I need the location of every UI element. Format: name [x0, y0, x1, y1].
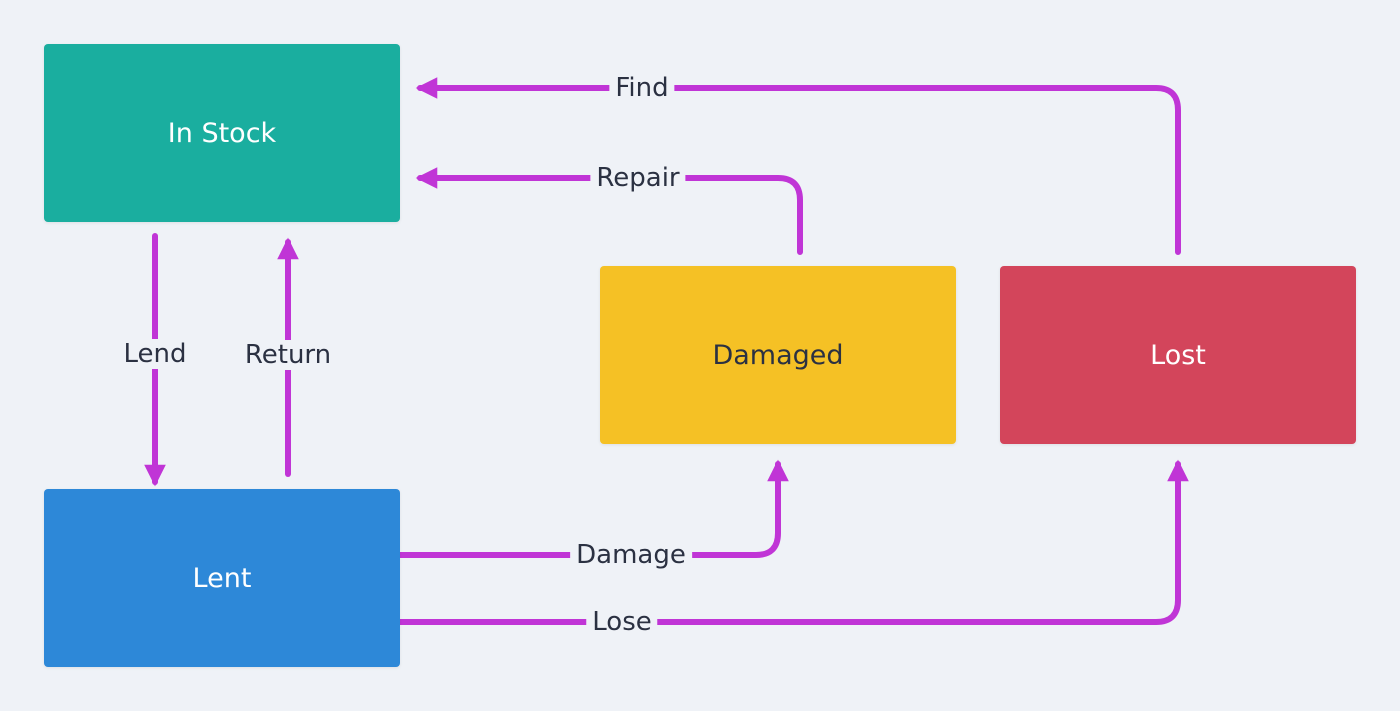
node-damaged-label: Damaged [712, 339, 844, 371]
node-in-stock-label: In Stock [167, 117, 277, 149]
edge-label-find: Find [609, 73, 675, 103]
edge-repair [415, 167, 803, 255]
edge-label-lend: Lend [117, 339, 193, 369]
node-in-stock[interactable]: In Stock [44, 44, 400, 222]
edge-label-damage: Damage [570, 540, 692, 570]
node-damaged[interactable]: Damaged [600, 266, 956, 444]
node-lent-label: Lent [192, 562, 252, 594]
edge-label-lose: Lose [586, 607, 658, 637]
node-lost-label: Lost [1150, 339, 1206, 371]
edge-find [415, 77, 1181, 255]
node-lent[interactable]: Lent [44, 489, 400, 667]
edge-damage [397, 459, 789, 558]
node-lost[interactable]: Lost [1000, 266, 1356, 444]
edge-label-return: Return [238, 340, 338, 370]
edge-label-repair: Repair [590, 163, 686, 193]
edge-lose [397, 459, 1189, 625]
